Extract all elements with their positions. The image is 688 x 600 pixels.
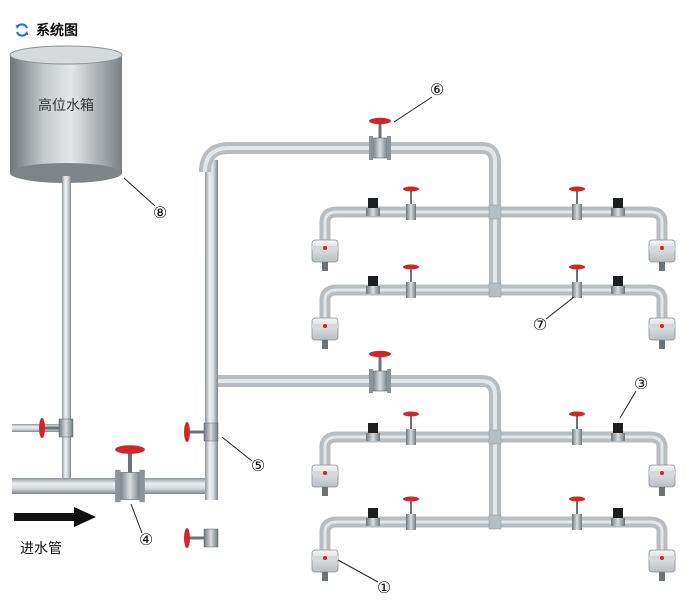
callout-c7: ⑦ <box>533 315 547 334</box>
lower-header-gate-valve <box>369 350 391 393</box>
terminal-fitting <box>311 464 339 496</box>
high-level-water-tank: 高位水箱 <box>9 45 123 183</box>
main-riser-pipe <box>205 160 218 500</box>
diagram-title: 系统图 <box>36 23 78 39</box>
refresh-icon <box>15 23 29 37</box>
callout-leader <box>130 503 143 534</box>
diagram-header: 系统图 <box>14 20 78 40</box>
branch-row <box>311 496 676 581</box>
pressure-switch <box>366 276 380 294</box>
branch-row <box>311 411 676 496</box>
callout-c4: ④ <box>139 530 153 549</box>
callout-c1: ① <box>377 578 391 597</box>
branch-valve <box>569 264 585 298</box>
terminal-fitting <box>648 317 676 349</box>
inlet-main-pipe <box>12 478 218 494</box>
branch-valve <box>403 411 419 445</box>
pressure-switch <box>366 508 380 526</box>
branch-row <box>311 264 676 349</box>
tank-outlet-pipe <box>62 176 71 488</box>
callout-c5: ⑤ <box>251 456 265 475</box>
terminal-fitting <box>648 464 676 496</box>
terminal-fitting <box>648 239 676 271</box>
callout-leader <box>221 436 253 462</box>
callout-c8: ⑧ <box>153 203 167 222</box>
branch-valve <box>569 186 585 220</box>
callout-leader <box>337 559 379 583</box>
upper-header-gate-valve <box>369 117 391 160</box>
riser-drain-valve <box>184 528 219 548</box>
pressure-switch <box>366 198 380 216</box>
pressure-switch <box>611 276 625 294</box>
branch-row <box>311 186 676 271</box>
terminal-fitting <box>311 239 339 271</box>
terminal-fitting <box>311 549 339 581</box>
pressure-switch <box>611 423 625 441</box>
branch-valve <box>569 496 585 530</box>
tank-label: 高位水箱 <box>38 97 94 114</box>
callout-leader <box>123 177 156 207</box>
terminal-fitting <box>648 549 676 581</box>
callout-c3: ③ <box>634 374 648 393</box>
branch-valve <box>403 264 419 298</box>
callout-c6: ⑥ <box>430 80 444 99</box>
branch-valve <box>569 411 585 445</box>
pressure-switch <box>366 423 380 441</box>
terminal-fitting <box>311 317 339 349</box>
tank-branch-valve <box>39 418 74 438</box>
upper-header-loop <box>199 142 501 292</box>
callout-leader <box>619 390 637 419</box>
pressure-switch <box>611 198 625 216</box>
branch-valve <box>403 186 419 220</box>
callout-leader <box>545 296 575 320</box>
inlet-flow-arrow <box>14 507 96 527</box>
inlet-gate-valve <box>115 445 145 503</box>
callout-leader <box>393 96 433 123</box>
pressure-switch <box>611 508 625 526</box>
inlet-pipe-label: 进水管 <box>20 541 62 557</box>
lower-header-loop <box>218 375 501 522</box>
riser-bypass-valve <box>184 422 219 442</box>
branch-valve <box>403 496 419 530</box>
